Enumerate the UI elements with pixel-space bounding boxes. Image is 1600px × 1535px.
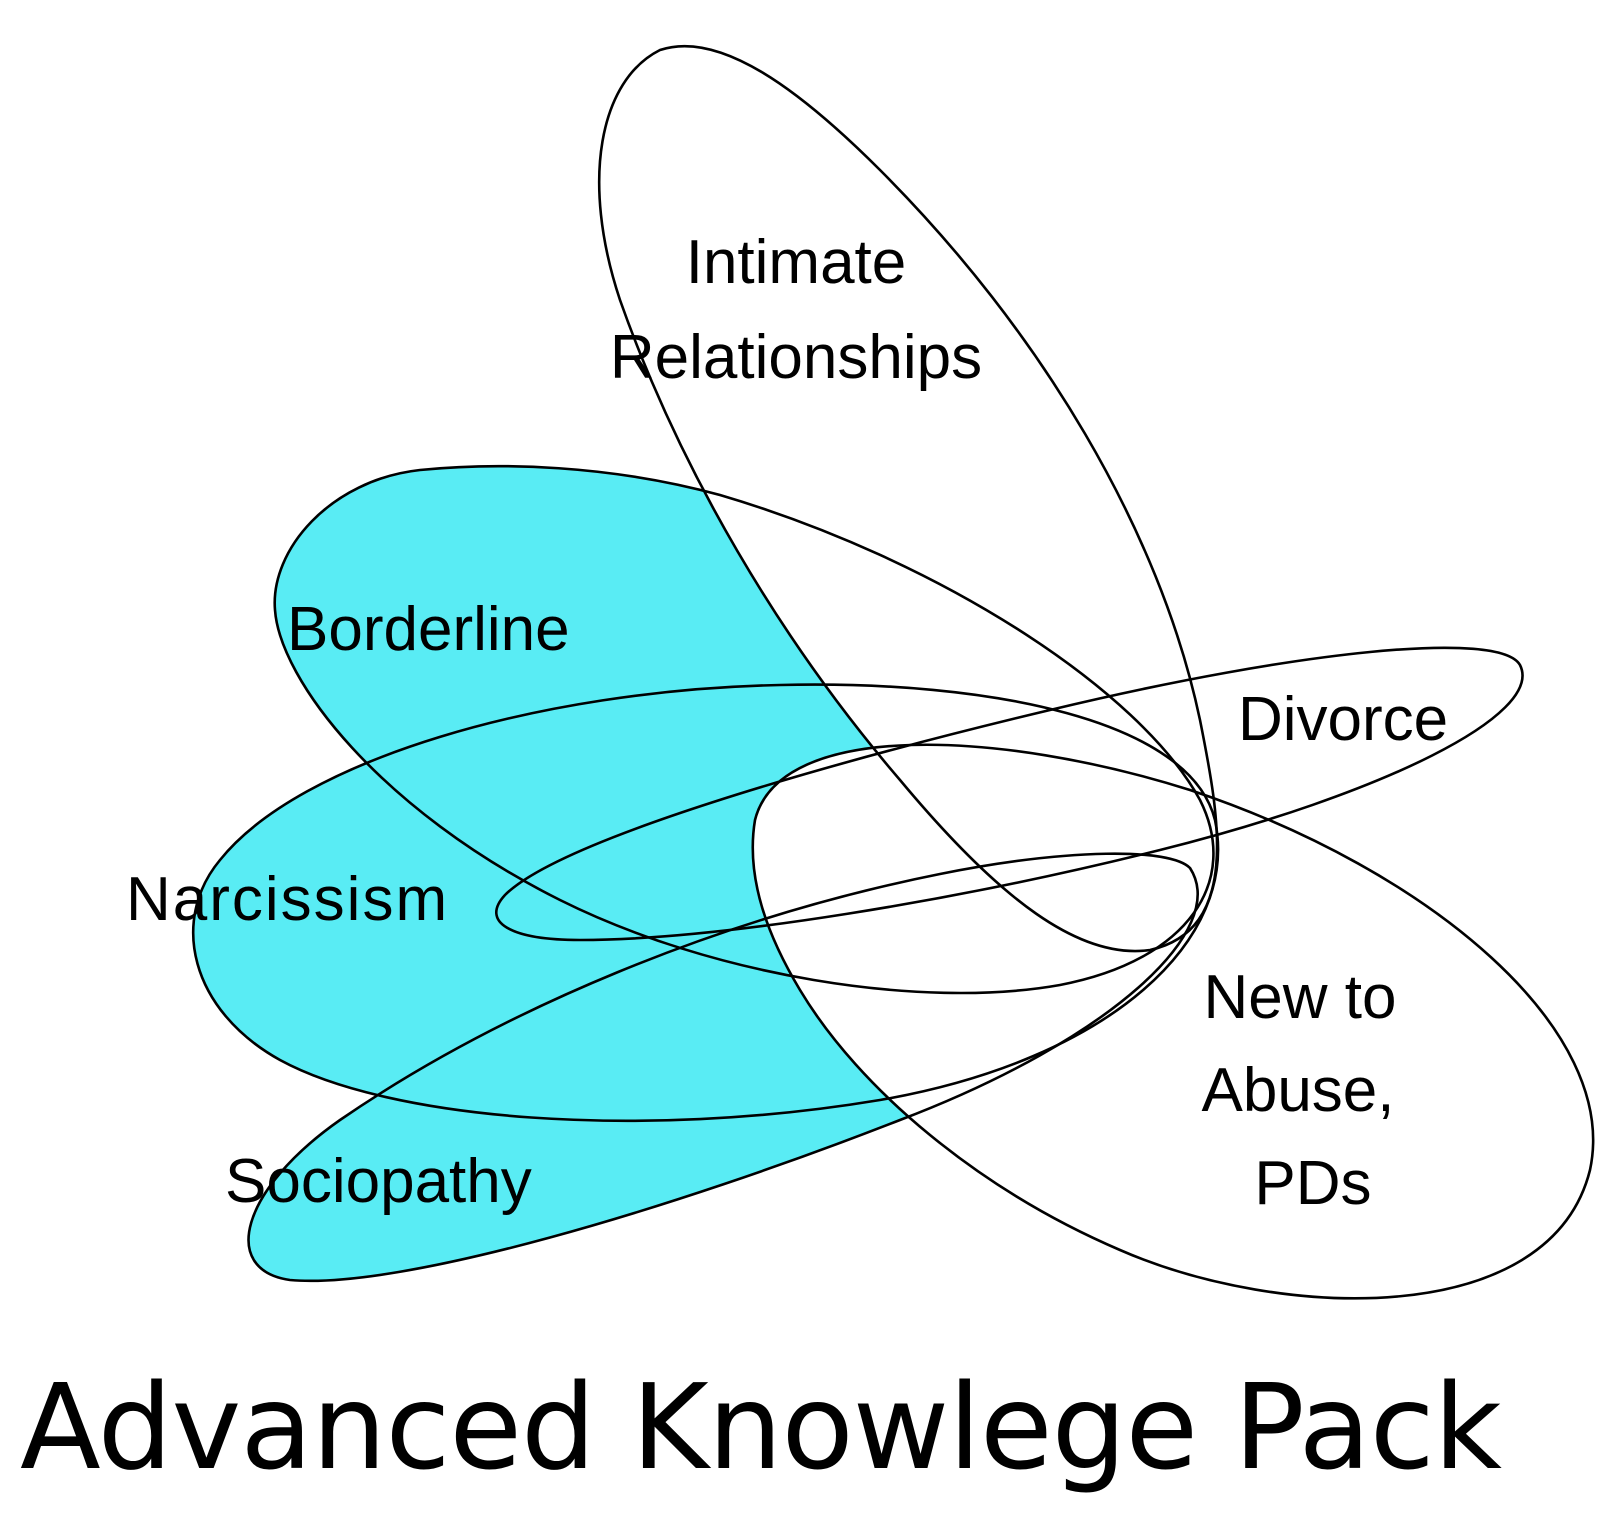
intimate-unshaded [599, 46, 1218, 952]
new-to-abuse-label-line2: Abuse, [1201, 1056, 1394, 1125]
new-to-abuse-outline [751, 743, 1595, 1300]
narcissism-outline [191, 683, 1220, 1123]
labels-layer: Intimate Relationships Borderline Divorc… [126, 228, 1448, 1218]
narcissism-label: Narcissism [126, 865, 449, 934]
intimate-label-line1: Intimate [686, 228, 907, 297]
new-to-abuse-label-line3: PDs [1254, 1149, 1371, 1218]
divorce-outline [495, 646, 1524, 942]
sociopathy-outline [247, 852, 1199, 1283]
borderline-label: Borderline [287, 595, 570, 664]
new-to-abuse-label-line1: New to [1204, 963, 1397, 1032]
borderline-outline [273, 464, 1215, 995]
outline-layer [191, 44, 1595, 1300]
sociopathy-label: Sociopathy [225, 1147, 532, 1216]
intimate-label-line2: Relationships [610, 323, 982, 392]
divorce-label: Divorce [1238, 685, 1448, 754]
pack-title: Advanced Knowlege Pack [20, 1358, 1502, 1496]
intimate-relationships-outline [597, 44, 1219, 953]
